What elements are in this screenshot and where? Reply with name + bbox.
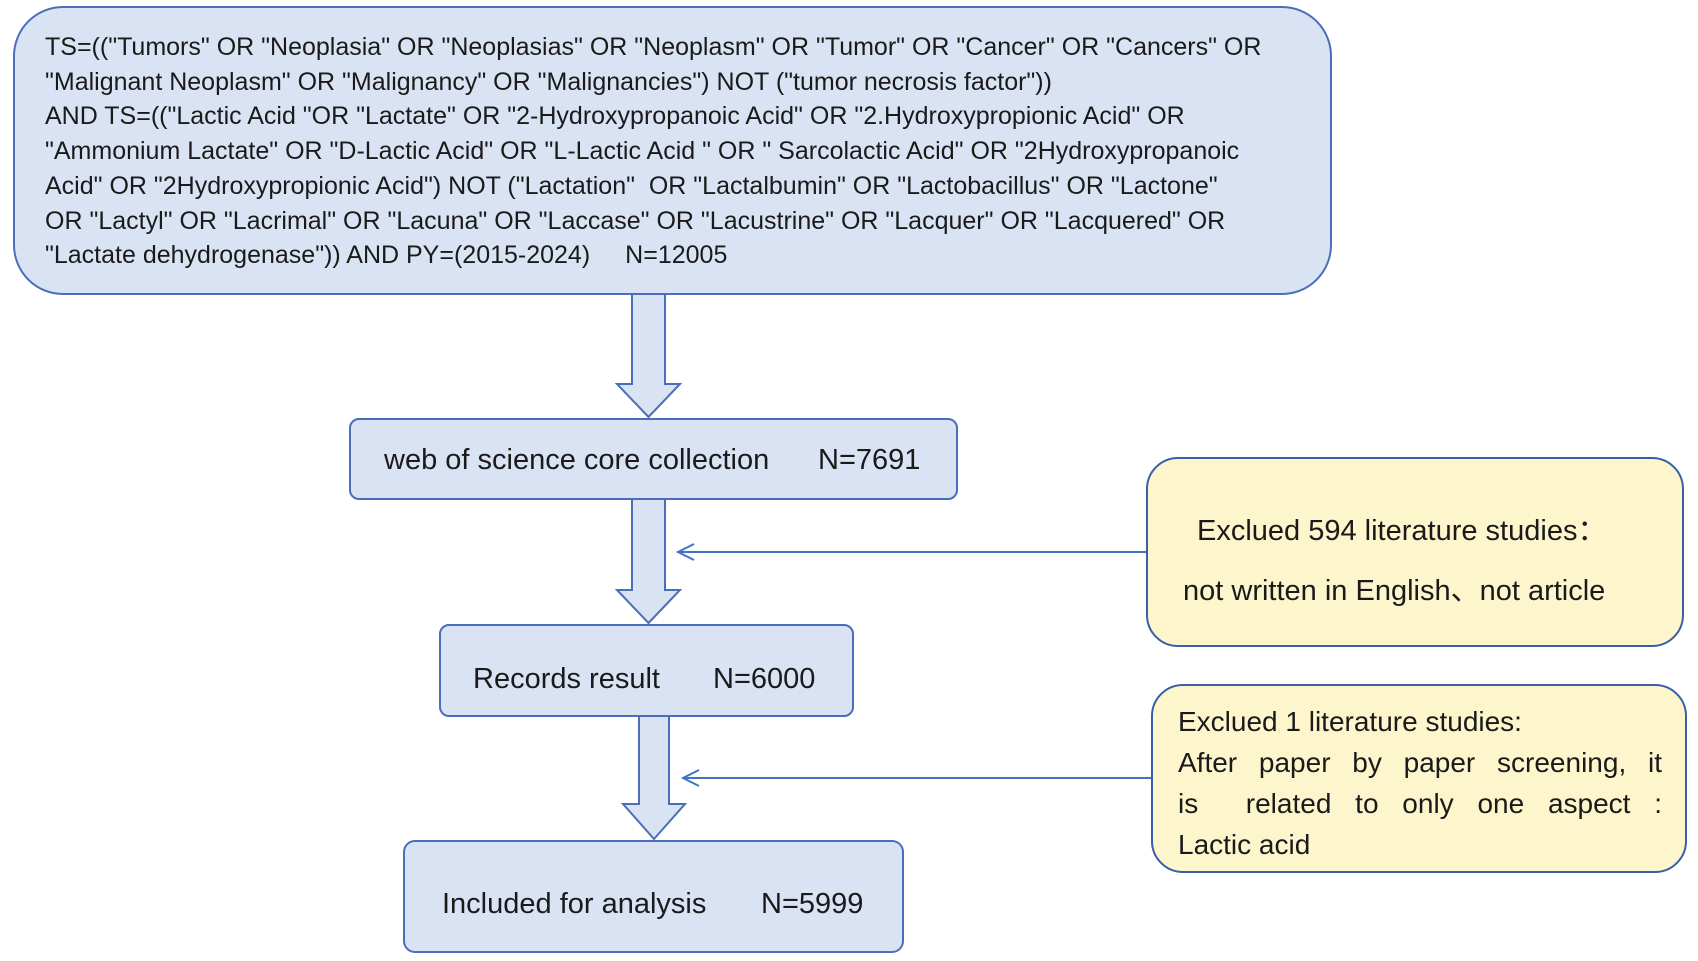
exclusion-line: After paper by paper screening, it [1178,747,1662,778]
wos-collection-label: web of science core collection [384,444,770,476]
search-query-text: TS=(("Tumors" OR "Neoplasia" OR "Neoplas… [45,30,1261,273]
exclusion-line: is related to only one aspect : [1178,788,1662,819]
search-query-line: "Lactate dehydrogenase")) AND PY=(2015-2… [45,241,591,270]
exclusion-line: not written in English、not article [1183,575,1606,607]
search-query-box: TS=(("Tumors" OR "Neoplasia" OR "Neoplas… [13,6,1332,295]
records-result-box: Records result N=6000 [439,624,854,717]
search-query-line: "Ammonium Lactate" OR "D-Lactic Acid" OR… [45,137,1240,166]
exclusion-text: Exclued 1 literature studies: After pape… [1178,701,1662,865]
search-query-line: Acid" OR "2Hydroxypropionic Acid") NOT (… [45,171,1218,200]
exclusion-line: Exclued 594 literature studies： [1197,515,1607,547]
exclusion-line: Lactic acid [1178,829,1311,860]
exclusion-box-language: Exclued 594 literature studies： not writ… [1146,457,1684,647]
search-query-line: "Malignant Neoplasm" OR "Malignancy" OR … [45,67,1052,96]
included-analysis-label: Included for analysis [442,888,707,920]
wos-collection-count: N=7691 [818,444,921,476]
records-result-label: Records result [473,663,660,695]
exclusion-connector-arrowhead-1 [675,543,695,561]
down-arrow-to-included [620,714,688,841]
included-analysis-box: Included for analysis N=5999 [403,840,904,953]
down-arrow-to-records [614,497,683,625]
search-query-line: OR "Lactyl" OR "Lacrimal" OR "Lacuna" OR… [45,206,1226,235]
exclusion-line: Exclued 1 literature studies: [1178,706,1522,737]
search-query-line: AND TS=(("Lactic Acid "OR "Lactate" OR "… [45,102,1185,131]
search-query-last-row: "Lactate dehydrogenase")) AND PY=(2015-2… [45,238,1261,273]
included-analysis-count: N=5999 [761,888,864,920]
search-total-count: N=12005 [625,241,728,270]
records-result-count: N=6000 [713,663,816,695]
down-arrow-to-wos [614,292,683,419]
exclusion-connector-arrowhead-2 [680,769,700,787]
exclusion-box-screening: Exclued 1 literature studies: After pape… [1151,684,1687,873]
search-query-line: TS=(("Tumors" OR "Neoplasia" OR "Neoplas… [45,33,1262,61]
wos-collection-box: web of science core collection N=7691 [349,418,958,500]
